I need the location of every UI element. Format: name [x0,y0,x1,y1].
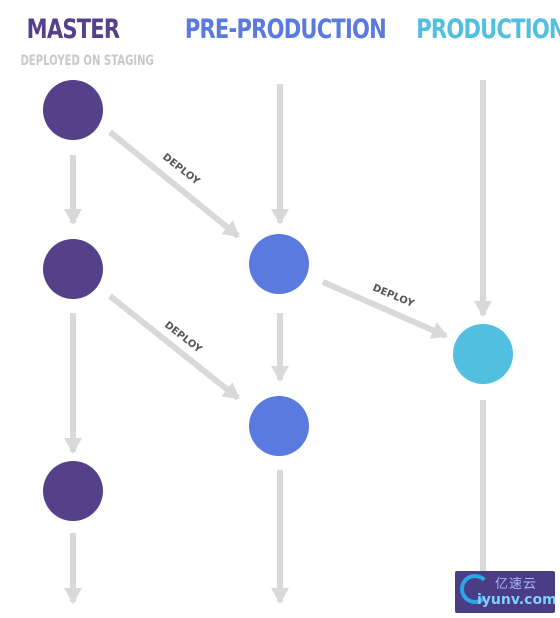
pre-production-column-title: PRE-PRODUCTION [184,14,387,45]
production-node-1 [453,324,513,384]
deploy-arrow-master-to-pre-2 [108,293,240,401]
pre-production-node-2 [249,396,309,456]
deploy-label-1: DEPLOY [160,152,202,188]
master-node-2 [43,239,103,299]
deploy-arrow-master-to-pre-1 [108,129,240,239]
pre-production-node-1 [249,234,309,294]
master-node-3 [43,461,103,521]
deploy-label-2: DEPLOY [162,320,204,356]
watermark-cn-text: 亿速云 [495,577,538,592]
production-column-title: PRODUCTION [416,14,560,45]
watermark-ring-icon [460,574,490,604]
watermark-logo: 亿速云 iyunv.com [455,571,555,613]
master-node-1 [43,80,103,140]
watermark-url: iyunv.com [477,592,555,608]
deploy-arrow-pre-to-production [321,279,448,339]
master-column-title: MASTER [26,14,121,45]
master-column-subtitle: DEPLOYED ON STAGING [20,53,154,69]
